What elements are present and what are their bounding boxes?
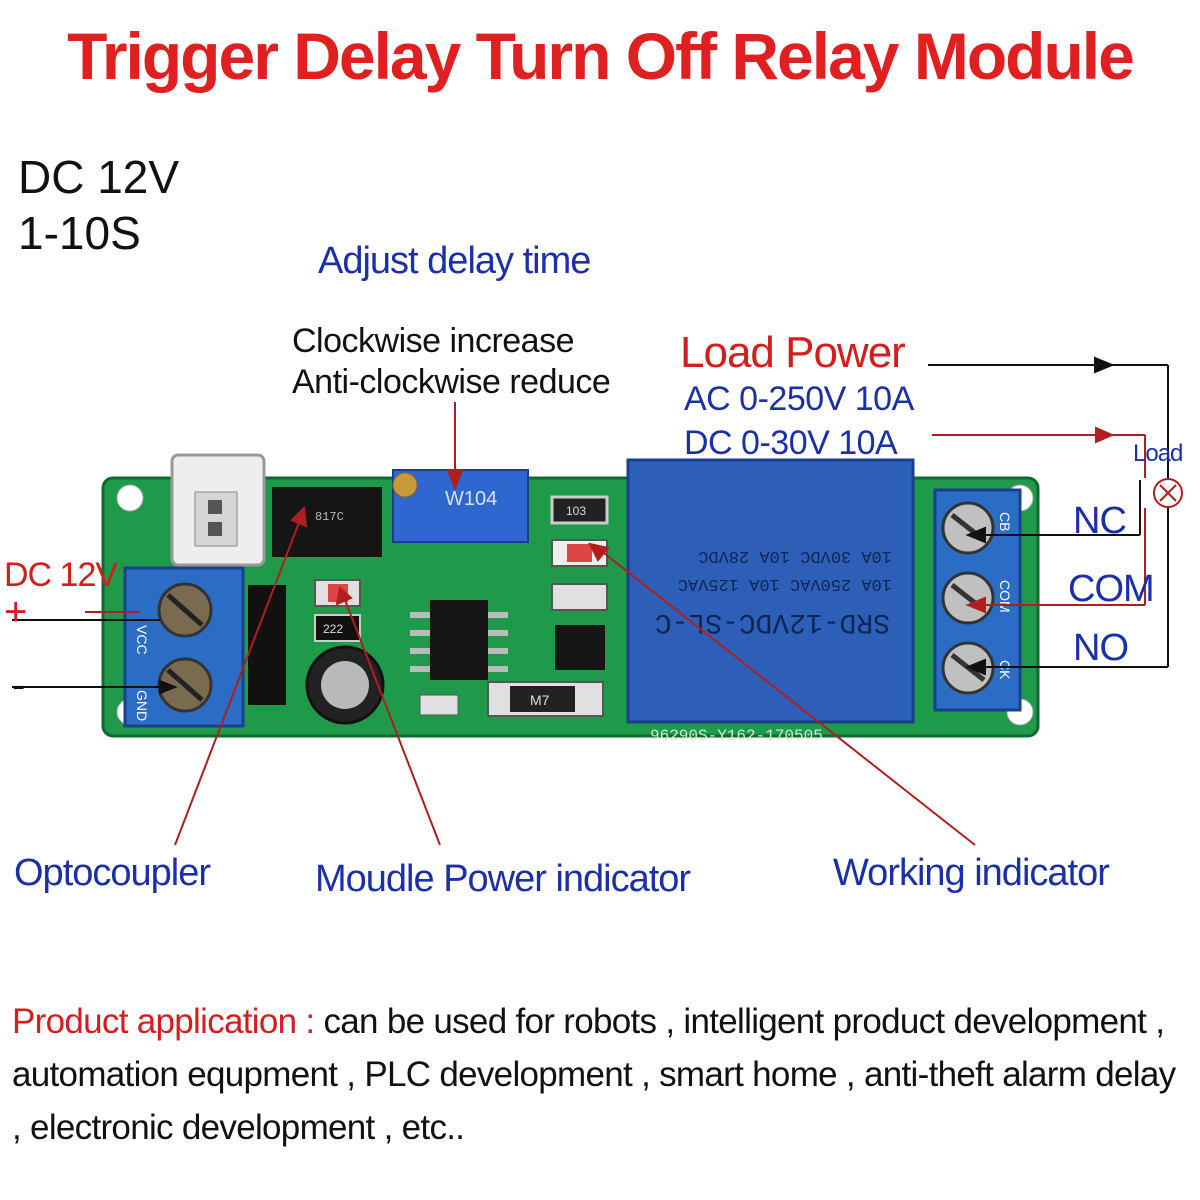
pcb-code: 96290S-Y162-170505 (650, 727, 823, 745)
smd-components: 103 222 M7 (248, 495, 609, 717)
relay-rating-2: 10A 30VDC 10A 28VDC (698, 546, 892, 565)
ck-label: CK (997, 660, 1013, 680)
vcc-label: VCC (134, 625, 150, 655)
plus-label: + (4, 590, 28, 634)
ac-rating-label: AC 0-250V 10A (684, 380, 914, 418)
product-application: Product application : can be used for ro… (12, 995, 1192, 1154)
minus-label: - (12, 663, 26, 707)
resistor-code: 103 (566, 504, 586, 518)
output-terminal: CB COM CK (933, 488, 1022, 712)
optocoupler-label: Optocoupler (14, 852, 211, 894)
application-heading: Product application : (12, 1002, 315, 1041)
gnd-label: GND (134, 690, 150, 721)
pot-marking: W104 (445, 488, 497, 510)
power-indicator-label: Moudle Power indicator (315, 858, 691, 900)
optocoupler-chip: 817C (272, 487, 382, 557)
load-label: Load (1133, 440, 1183, 467)
working-indicator-label: Working indicator (833, 852, 1110, 894)
wiring (12, 356, 1169, 695)
adjust-delay-label: Adjust delay time (318, 240, 591, 282)
com-pin-label: COM (997, 580, 1013, 613)
relay-model: SRD-12VDC-SL-C (655, 606, 890, 637)
anticlockwise-label: Anti-clockwise reduce (292, 363, 611, 401)
com-label: COM (1068, 568, 1155, 610)
spec-voltage: DC 12V (18, 151, 180, 203)
dc-rating-label: DC 0-30V 10A (684, 424, 898, 462)
spec-delay-range: 1-10S (18, 207, 141, 259)
clockwise-label: Clockwise increase (292, 322, 575, 360)
jst-connector (170, 453, 266, 567)
potentiometer: W104 (392, 469, 529, 543)
electrolytic-capacitor (305, 645, 385, 725)
no-label: NO (1073, 627, 1129, 669)
relay: SRD-12VDC-SL-C 10A 250VAC 10A 125VAC 10A… (626, 458, 915, 745)
relay-rating-1: 10A 250VAC 10A 125VAC (678, 574, 892, 593)
page-title: Trigger Delay Turn Off Relay Module (67, 19, 1135, 93)
opto-marking: 817C (315, 510, 344, 524)
diode-code: M7 (530, 692, 550, 708)
annotation-lines (85, 402, 1146, 846)
application-body: can be used for robots , intelligent pro… (12, 1002, 1176, 1147)
power-terminal: VCC GND (123, 566, 245, 728)
dc12v-label: DC 12V (4, 556, 118, 594)
nc-label: NC (1073, 500, 1127, 542)
load-power-label: Load Power (680, 328, 906, 377)
load-symbol (1153, 478, 1183, 508)
cap-code: 222 (323, 622, 343, 636)
cb-label: CB (997, 512, 1013, 531)
